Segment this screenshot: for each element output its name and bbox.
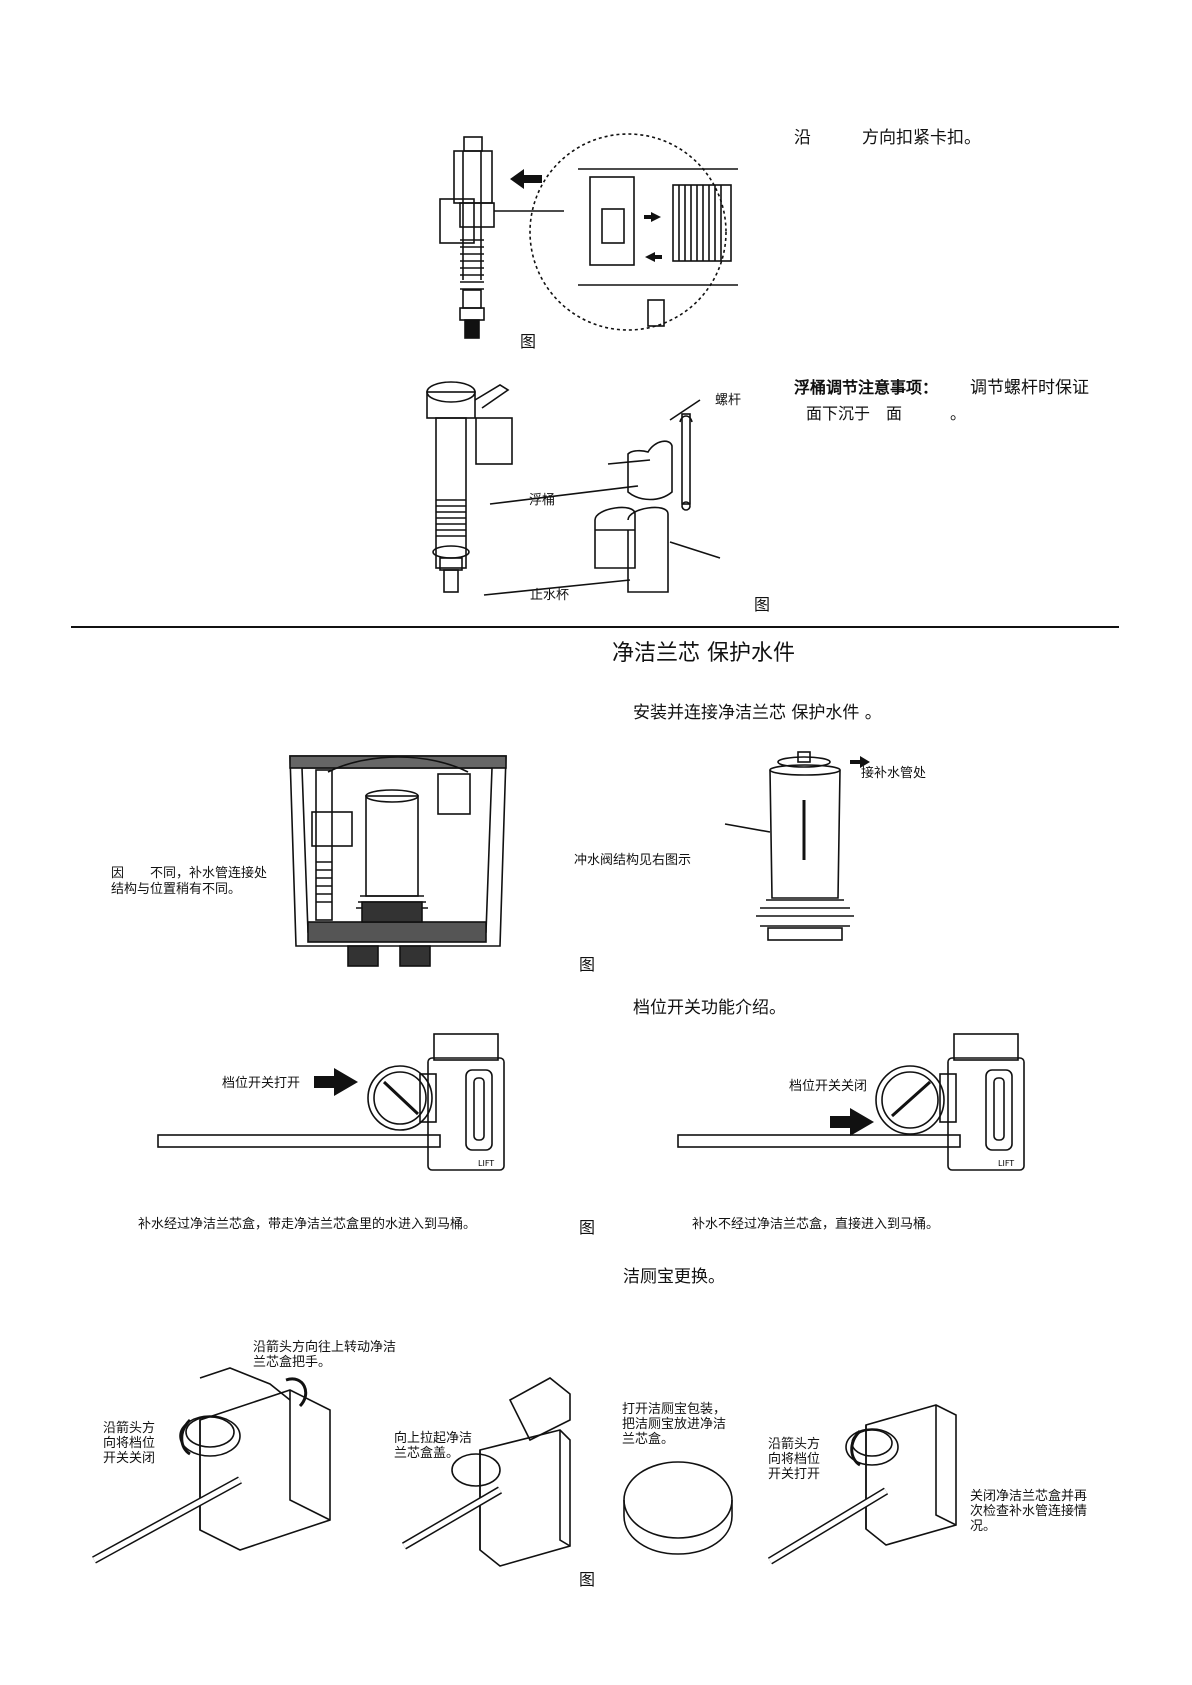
replace-step1-figure xyxy=(92,1367,331,1564)
float-note-heading: 浮桶调节注意事项： xyxy=(794,378,939,397)
cleaning-tablet-figure xyxy=(623,1461,733,1555)
replace-step2-figure xyxy=(401,1377,571,1567)
switch-intro: 档位开关功能介绍。 xyxy=(633,998,786,1018)
figure-label-e: 图 xyxy=(579,1570,596,1589)
step4-text-a: 打开洁厕宝包装， xyxy=(622,1402,727,1417)
section-title: 净洁兰芯 保护水件 xyxy=(612,641,795,666)
tank-cross-section-figure xyxy=(289,755,507,967)
tank-note-b: 结构与位置稍有不同。 xyxy=(111,882,242,897)
lift-mark-closed: LIFT xyxy=(998,1159,1014,1168)
float-adjust-figure xyxy=(426,381,721,596)
step2-text-a: 沿箭头方 xyxy=(103,1421,156,1436)
replace-title: 洁厕宝更换。 xyxy=(623,1267,725,1287)
clip-instruction: 沿 方向扣紧卡扣。 xyxy=(794,128,981,148)
step5-text-c: 开关打开 xyxy=(768,1467,821,1482)
refill-connection-label: 接补水管处 xyxy=(861,766,927,781)
switch-open-figure: LIFT xyxy=(157,1033,505,1171)
step2-text-c: 开关关闭 xyxy=(103,1451,156,1466)
figure-label-a: 图 xyxy=(520,332,537,351)
switch-closed-label: 档位开关关闭 xyxy=(789,1079,868,1094)
step5-text-b: 向将档位 xyxy=(768,1452,821,1467)
switch-closed-figure: LIFT xyxy=(677,1033,1025,1171)
figure-label-c: 图 xyxy=(579,955,596,974)
replace-step3-figure xyxy=(767,1404,957,1565)
fill-valve-clip-figure xyxy=(439,133,738,339)
float-note-text-b: 面下沉于 面 。 xyxy=(806,404,967,423)
switch-closed-caption: 补水不经过净洁兰芯盒，直接进入到马桶。 xyxy=(692,1217,940,1232)
label-float: 浮桶 xyxy=(529,493,556,508)
label-stop-cup: 止水杯 xyxy=(530,588,570,603)
step1-text-b: 兰芯盒把手。 xyxy=(253,1355,332,1370)
step4-text-c: 兰芯盒。 xyxy=(622,1432,675,1447)
flush-valve-figure xyxy=(724,751,870,941)
float-note-text-a: 调节螺杆时保证 xyxy=(970,378,1089,398)
switch-open-label: 档位开关打开 xyxy=(222,1076,301,1091)
step3-text-a: 向上拉起净洁 xyxy=(394,1431,473,1446)
step5-text-a: 沿箭头方 xyxy=(768,1437,821,1452)
switch-open-caption: 补水经过净洁兰芯盒，带走净洁兰芯盒里的水进入到马桶。 xyxy=(138,1217,477,1232)
lift-mark-open: LIFT xyxy=(478,1159,494,1168)
step6-text-c: 况。 xyxy=(970,1519,997,1534)
tank-note-a: 因 不同，补水管连接处 xyxy=(111,866,268,881)
install-instruction: 安装并连接净洁兰芯 保护水件 。 xyxy=(633,703,882,723)
section-divider xyxy=(71,626,1119,628)
step1-text-a: 沿箭头方向往上转动净洁 xyxy=(253,1340,397,1355)
step3-text-b: 兰芯盒盖。 xyxy=(394,1446,460,1461)
figure-label-d: 图 xyxy=(579,1218,596,1237)
step4-text-b: 把洁厕宝放进净洁 xyxy=(622,1417,727,1432)
valve-note: 冲水阀结构见右图示 xyxy=(574,853,692,868)
step6-text-a: 关闭净洁兰芯盒并再 xyxy=(970,1489,1088,1504)
label-screw: 螺杆 xyxy=(715,393,742,408)
figure-label-b: 图 xyxy=(754,595,771,614)
step2-text-b: 向将档位 xyxy=(103,1436,156,1451)
step6-text-b: 次检查补水管连接情 xyxy=(970,1504,1088,1519)
